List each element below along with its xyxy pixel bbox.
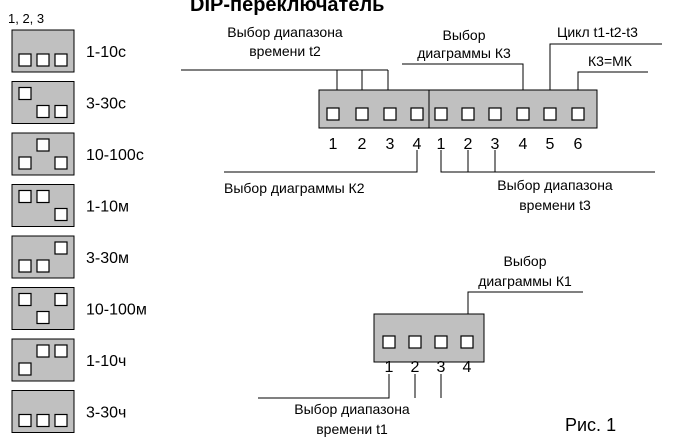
- dip-position-off: [54, 207, 68, 222]
- dip-position-off: [54, 413, 68, 428]
- dip-position: [516, 107, 530, 121]
- setting-label: 3-30м: [86, 250, 129, 267]
- switch-a-left-number: 2: [358, 136, 367, 153]
- cycle-label: Цикл t1-t2-t3: [557, 24, 638, 40]
- dip-position-off: [18, 362, 32, 376]
- switch-b-number: 1: [385, 359, 394, 376]
- switch-a-right-number: 1: [437, 136, 446, 153]
- dip-position-on: [54, 292, 68, 307]
- switch-a-right-number: 5: [546, 136, 555, 153]
- figure-caption: Рис. 1: [565, 415, 616, 435]
- dip-position-on: [18, 189, 32, 204]
- t2-label-line1: Выбор диапазона: [227, 24, 343, 40]
- setting-label: 1-10м: [86, 199, 129, 216]
- setting-label: 10-100м: [86, 302, 147, 319]
- switch-a-right-number: 2: [464, 136, 473, 153]
- settings-list: 1-10с 3-30с 10-100с 1-10м 3-30м 10-100м 1-10ч 3…: [11, 29, 147, 433]
- dip-position: [355, 107, 369, 121]
- dip-position: [571, 107, 585, 121]
- k2-label: Выбор диаграммы К2: [224, 180, 365, 196]
- diagram-title: DIP-переключатель: [190, 0, 384, 16]
- dip-position: [488, 107, 502, 121]
- k1-label-line1: Выбор: [504, 253, 547, 269]
- switch-a-left-number: 4: [413, 136, 422, 153]
- dip-position: [434, 107, 448, 121]
- t3-label-line1: Выбор диапазона: [497, 177, 613, 193]
- k3-mk-label: К3=МК: [588, 53, 633, 69]
- k3-label-line1: Выбор: [443, 27, 486, 43]
- dip-position-off: [36, 413, 50, 428]
- dip-position-on: [36, 344, 50, 358]
- dip-position: [326, 107, 340, 121]
- setting-label: 10-100с: [86, 147, 144, 164]
- setting-row: 3-30с: [11, 81, 126, 124]
- dip-position: [382, 335, 396, 349]
- t2-label-line2: времени t2: [249, 43, 321, 59]
- dip-position: [461, 107, 475, 121]
- setting-label: 1-10ч: [86, 353, 126, 370]
- dip-position-on: [54, 241, 68, 255]
- setting-row: 3-30м: [11, 235, 129, 279]
- t3-label-line2: времени t3: [519, 197, 591, 213]
- dip-position-off: [54, 53, 68, 67]
- switch-b-number: 4: [463, 359, 472, 376]
- setting-row: 10-100с: [11, 132, 144, 176]
- dip-position: [410, 107, 424, 121]
- dip-position: [543, 107, 557, 121]
- dip-position-off: [36, 310, 50, 325]
- t1-connector: [258, 374, 442, 399]
- setting-row: 10-100м: [11, 287, 147, 330]
- setting-label: 1-10с: [86, 44, 126, 61]
- t1-label-line1: Выбор диапазона: [294, 401, 410, 417]
- dip-position-off: [18, 413, 32, 428]
- settings-header: 1, 2, 3: [8, 11, 44, 26]
- switch-a-right-number: 4: [519, 136, 528, 153]
- dip-position-on: [18, 292, 32, 307]
- setting-row: 3-30ч: [11, 390, 126, 433]
- switch-a-left-number: 1: [329, 136, 338, 153]
- dip-position-on: [18, 86, 32, 101]
- t1-label-line2: времени t1: [316, 421, 388, 437]
- dip-position: [383, 107, 397, 121]
- setting-label: 3-30с: [86, 96, 126, 113]
- k1-label-line2: диаграммы К1: [478, 273, 572, 289]
- dip-position-on: [54, 344, 68, 358]
- switch-b-positions: [382, 335, 474, 349]
- k2-connector: [224, 150, 418, 173]
- setting-row: 1-10ч: [11, 338, 126, 382]
- dip-position: [434, 335, 448, 349]
- k3-mk-connector: [577, 71, 648, 90]
- switch-a-positions: [326, 107, 585, 121]
- dip-position-on: [36, 189, 50, 204]
- switch-a-left-number: 3: [386, 136, 395, 153]
- switch-b-number: 3: [437, 359, 446, 376]
- switch-a-right-number: 6: [574, 136, 583, 153]
- dip-position-off: [54, 104, 68, 119]
- dip-position-off: [36, 104, 50, 119]
- switch-a-right-number: 3: [491, 136, 500, 153]
- t3-connector: [440, 150, 655, 173]
- dip-position-off: [54, 156, 68, 170]
- dip-position-off: [36, 53, 50, 67]
- setting-label: 3-30ч: [86, 405, 126, 422]
- switch-a-right-body: [428, 89, 598, 129]
- k1-connector: [467, 291, 583, 314]
- dip-position: [460, 335, 474, 349]
- k3-label-line2: диаграммы К3: [417, 45, 511, 61]
- cycle-connector: [549, 43, 662, 90]
- setting-row: 1-10м: [11, 184, 129, 227]
- k3-connector: [402, 63, 524, 90]
- dip-position: [408, 335, 422, 349]
- dip-position-off: [18, 156, 32, 170]
- switch-b-number: 2: [411, 359, 420, 376]
- dip-position-on: [36, 138, 50, 152]
- t2-connector: [181, 69, 389, 90]
- dip-position-off: [18, 259, 32, 273]
- setting-row: 1-10с: [11, 29, 126, 73]
- dip-position-off: [18, 53, 32, 67]
- dip-position-off: [36, 259, 50, 273]
